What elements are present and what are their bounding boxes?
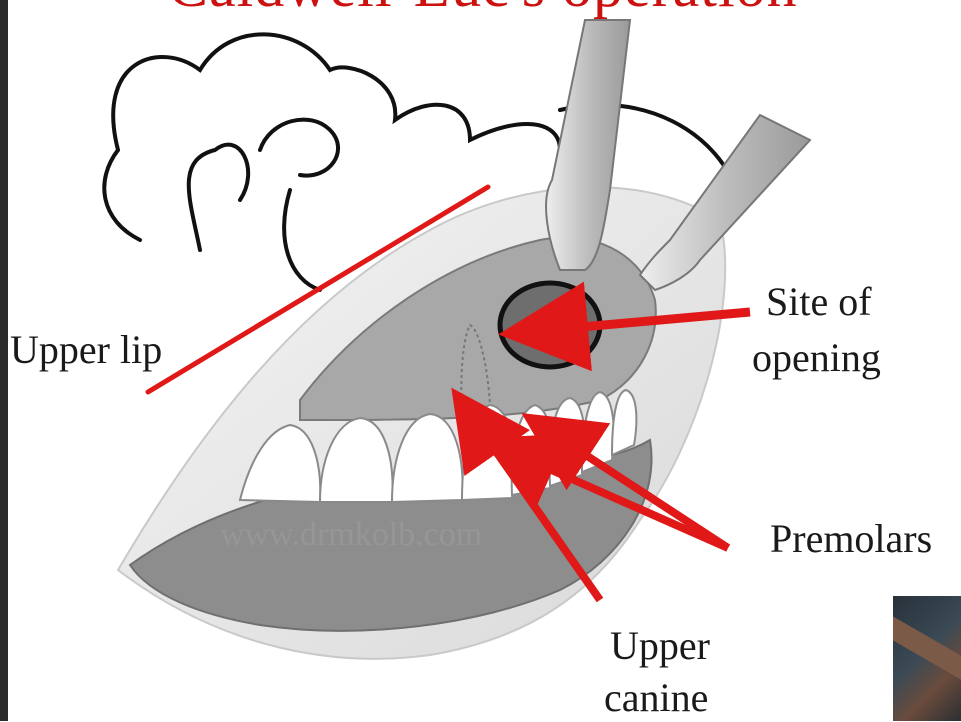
label-upper: Upper: [610, 622, 710, 670]
label-site-of: Site of: [766, 278, 872, 326]
label-premolars: Premolars: [770, 515, 932, 563]
label-canine: canine: [604, 674, 708, 722]
label-opening: opening: [752, 334, 881, 382]
label-upper-lip: Upper lip: [10, 326, 162, 374]
corner-photo-thumbnail: [893, 596, 961, 721]
watermark-text: www.drmkolb.com: [220, 516, 482, 553]
